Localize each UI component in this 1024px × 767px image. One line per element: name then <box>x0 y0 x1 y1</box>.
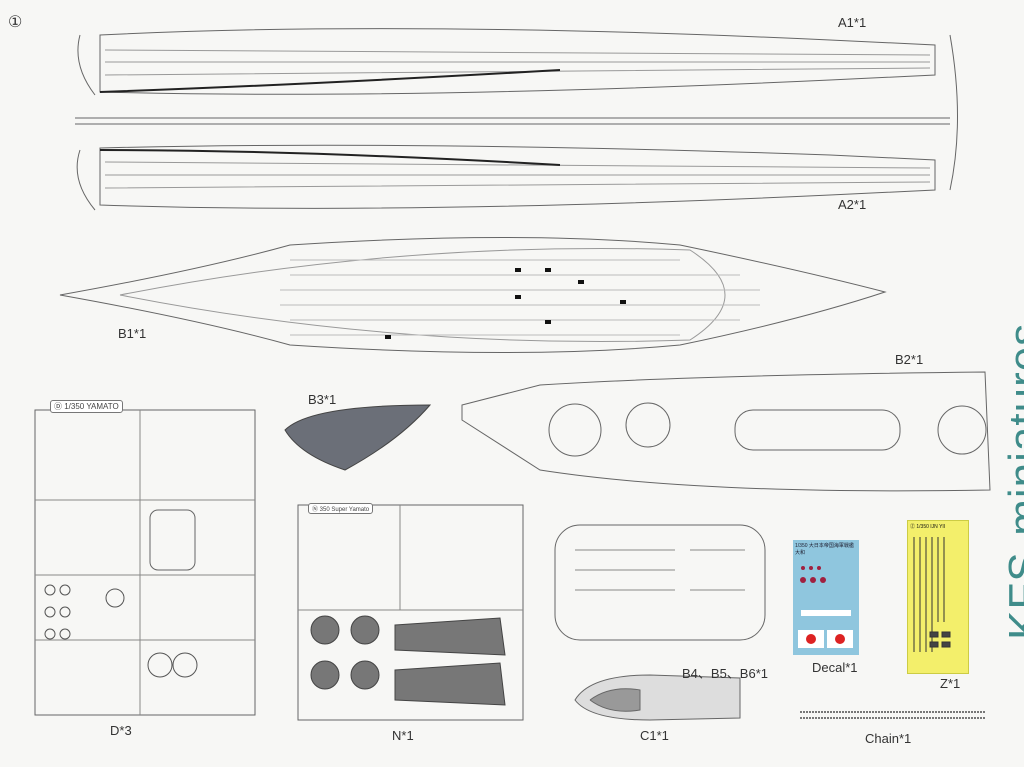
label-b4-b6: B4、B5、B6*1 <box>682 666 768 681</box>
label-d: D*3 <box>110 723 132 738</box>
decal-sheet: 1/350 大日本帝国海軍戦艦 大和 <box>793 540 859 655</box>
deck-part-b3 <box>284 404 432 471</box>
label-chain: Chain*1 <box>865 731 912 746</box>
label-a1: A1*1 <box>838 15 867 30</box>
deck-part-b1 <box>59 237 887 353</box>
label-a2: A2*1 <box>838 197 867 212</box>
rising-sun-flags <box>798 566 853 648</box>
sprue-b4-b6 <box>554 524 766 641</box>
label-c1: C1*1 <box>640 728 669 743</box>
sprue-tag-d: Ⓓ 1/350 YAMATO <box>50 400 123 413</box>
label-b2: B2*1 <box>895 352 924 367</box>
photo-etch-sheet: Ⓩ 1/350 IJN YII <box>907 520 969 674</box>
label-z: Z*1 <box>940 676 961 691</box>
hull-part-a1 <box>99 28 936 95</box>
anchor-chains <box>800 711 985 719</box>
hull-part-a2 <box>99 144 936 209</box>
sprue-d <box>34 409 256 716</box>
label-decal: Decal*1 <box>812 660 858 675</box>
part-c1 <box>574 674 741 721</box>
sprue-runner-a <box>75 34 958 211</box>
sprue-tag-n: Ⓝ 350 Super Yamato <box>308 503 374 514</box>
sprue-n <box>297 504 524 721</box>
label-n: N*1 <box>392 728 414 743</box>
deck-part-b2 <box>461 371 991 492</box>
decal-header: 1/350 大日本帝国海軍戦艦 大和 <box>795 543 854 556</box>
watermark: KFS-miniatures <box>1000 322 1024 640</box>
pe-header: Ⓩ 1/350 IJN YII <box>910 524 946 530</box>
photo-etch-frets <box>913 537 951 652</box>
step-marker: ① <box>8 14 23 31</box>
label-b1: B1*1 <box>118 326 147 341</box>
label-b3: B3*1 <box>308 392 337 407</box>
